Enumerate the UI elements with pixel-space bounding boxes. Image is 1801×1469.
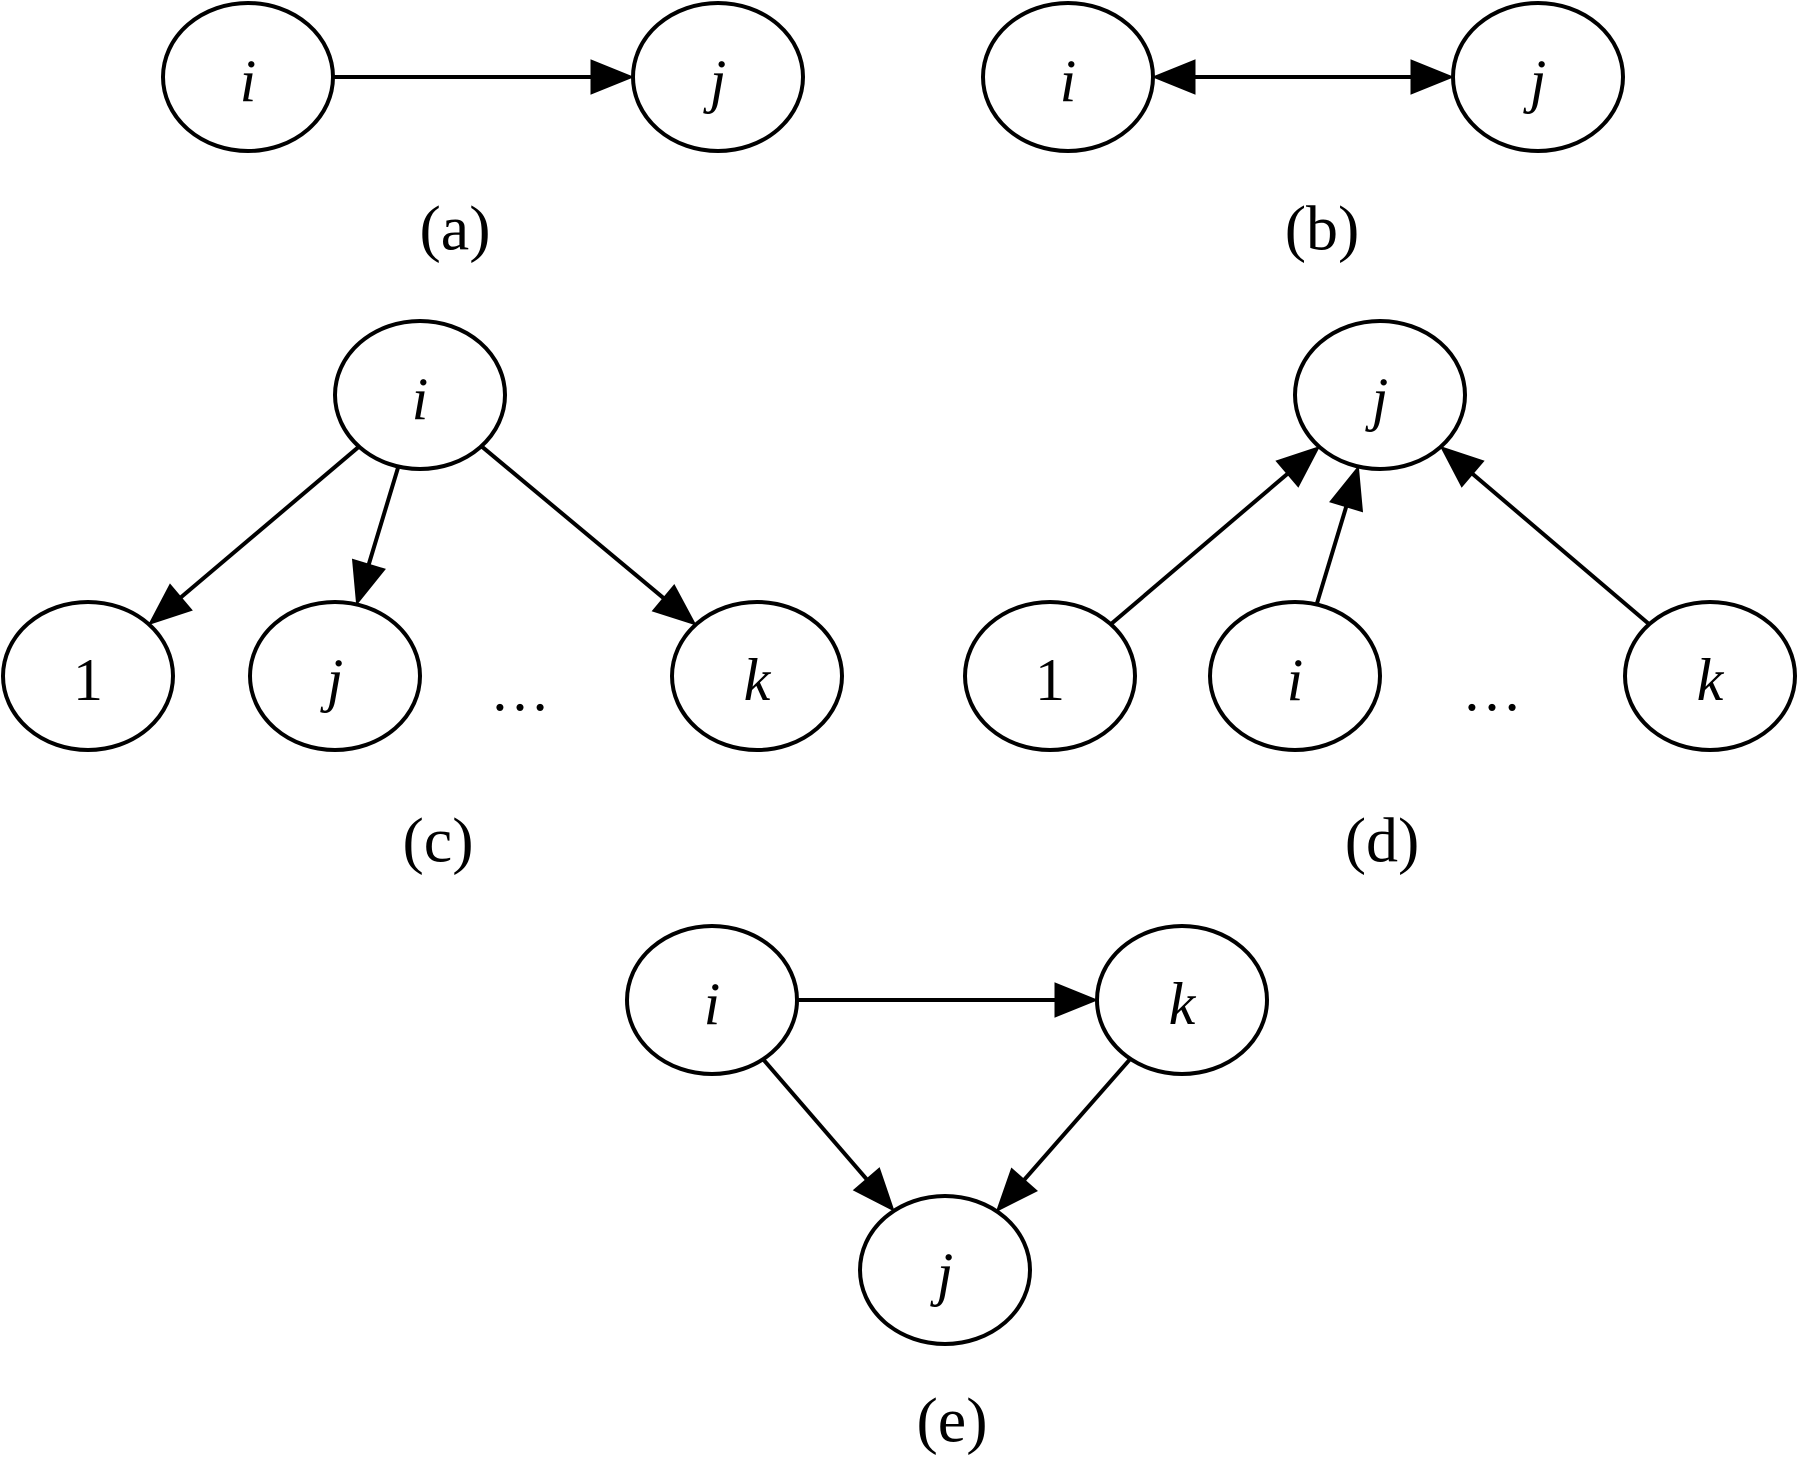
node-d_1: 1 xyxy=(963,600,1137,752)
edge-line xyxy=(1314,506,1349,606)
edge-c_i-to-c_k xyxy=(480,444,697,626)
edge-line xyxy=(1022,1057,1132,1181)
arrowhead-icon xyxy=(1410,59,1455,95)
arrowhead-icon xyxy=(1439,445,1485,488)
edge-line xyxy=(366,465,401,565)
edge-e_i-to-e_k xyxy=(797,982,1099,1018)
node-ellipse xyxy=(1208,600,1382,752)
arrowhead-icon xyxy=(147,583,193,626)
edge-a_i-to-a_j xyxy=(333,59,635,95)
nodes-layer: i j i j i 1 j k j 1 i k i k j xyxy=(1,1,1797,1346)
node-ellipse xyxy=(1293,319,1467,471)
node-ellipse xyxy=(631,1,805,153)
panel-a xyxy=(333,59,635,95)
edge-line xyxy=(179,445,361,599)
arrowhead-icon xyxy=(1329,465,1364,513)
edge-d_k-to-d_j xyxy=(1439,445,1651,626)
node-ellipse xyxy=(981,1,1155,153)
node-c_i: i xyxy=(333,319,507,471)
node-ellipse xyxy=(1623,600,1797,752)
node-d_i: i xyxy=(1208,600,1382,752)
arrowhead-icon xyxy=(1275,445,1321,488)
node-a_j: j xyxy=(631,1,805,153)
node-a_i: i xyxy=(161,1,335,153)
node-label: i xyxy=(1287,647,1304,713)
node-ellipse xyxy=(625,924,799,1076)
node-label: i xyxy=(240,48,257,114)
node-b_j: j xyxy=(1451,1,1625,153)
edge-e_i-to-e_j xyxy=(761,1057,895,1212)
node-ellipse xyxy=(333,319,507,471)
node-ellipse xyxy=(963,600,1137,752)
node-label: i xyxy=(412,366,429,432)
arrowhead-icon xyxy=(651,583,697,626)
node-e_k: k xyxy=(1095,924,1269,1076)
edge-c_i-to-c_1 xyxy=(147,445,361,626)
node-label: 1 xyxy=(73,647,103,713)
node-c_1: 1 xyxy=(1,600,175,752)
ellipsis-text: … xyxy=(490,657,550,723)
node-ellipse xyxy=(1,600,175,752)
edge-line xyxy=(1471,472,1651,626)
node-d_k: k xyxy=(1623,600,1797,752)
panel-e xyxy=(761,982,1132,1213)
panel-caption-a: (a) xyxy=(419,193,490,264)
panel-b xyxy=(1151,59,1455,95)
edge-e_k-to-e_j xyxy=(995,1057,1132,1213)
node-label: k xyxy=(1169,971,1197,1037)
panel-d xyxy=(1109,445,1651,626)
arrowhead-icon xyxy=(1054,982,1099,1018)
captions-layer: (a) (b) … (c) … (d) (e) xyxy=(402,193,1522,1456)
node-c_j: j xyxy=(248,600,422,752)
node-ellipse xyxy=(670,600,844,752)
panel-caption-d: (d) xyxy=(1345,805,1420,876)
panel-caption-e: (e) xyxy=(916,1385,987,1456)
arrowhead-icon xyxy=(1151,59,1196,95)
edge-line xyxy=(761,1057,869,1181)
ellipsis-text: … xyxy=(1462,657,1522,723)
node-ellipse xyxy=(858,1194,1032,1346)
node-label: k xyxy=(744,647,772,713)
edges-layer xyxy=(147,59,1651,1213)
node-d_j: j xyxy=(1293,319,1467,471)
node-ellipse xyxy=(1451,1,1625,153)
node-label: i xyxy=(1060,48,1077,114)
node-e_i: i xyxy=(625,924,799,1076)
node-b_i: i xyxy=(981,1,1155,153)
arrowhead-icon xyxy=(852,1167,895,1212)
node-e_j: j xyxy=(858,1194,1032,1346)
panel-c xyxy=(147,444,697,626)
panel-caption-c: (c) xyxy=(402,805,473,876)
arrowhead-icon xyxy=(590,59,635,95)
arrowhead-icon xyxy=(351,558,386,606)
edge-line xyxy=(1109,472,1289,626)
node-label: i xyxy=(704,971,721,1037)
edge-d_1-to-d_j xyxy=(1109,445,1321,626)
panel-caption-b: (b) xyxy=(1285,193,1360,264)
edge-line xyxy=(480,444,665,600)
node-c_k: k xyxy=(670,600,844,752)
node-label: 1 xyxy=(1035,647,1065,713)
node-ellipse xyxy=(161,1,335,153)
edge-b_i-to-b_j xyxy=(1151,59,1455,95)
node-label: k xyxy=(1697,647,1725,713)
node-ellipse xyxy=(1095,924,1269,1076)
node-ellipse xyxy=(248,600,422,752)
edge-d_i-to-d_j xyxy=(1314,465,1364,606)
edge-c_i-to-c_j xyxy=(351,465,401,606)
